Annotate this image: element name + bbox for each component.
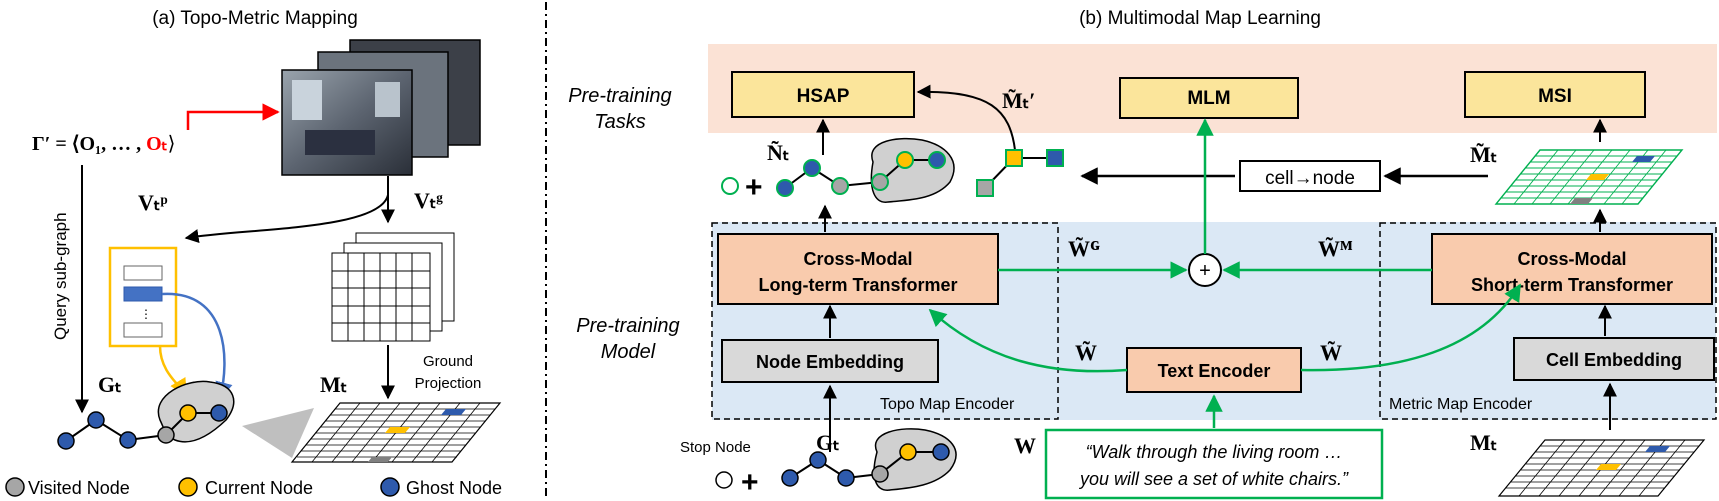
- vp-arrow: [184, 194, 389, 243]
- msi-task: [1464, 71, 1646, 118]
- gt-label-a: Gₜ: [98, 372, 122, 397]
- svg-text:+: +: [741, 466, 759, 499]
- hsap-task: [731, 71, 915, 118]
- svg-text:Cell Embedding: Cell Embedding: [1546, 350, 1682, 370]
- panel-b-title: (b) Multimodal Map Learning: [1079, 8, 1321, 29]
- cell-graph: [976, 149, 1064, 197]
- long-term-transformer: [717, 233, 999, 305]
- legend-current: Current Node: [205, 478, 313, 498]
- text-encoder: [1126, 347, 1302, 393]
- pretraining-model-label-1: Pre-training: [576, 315, 679, 337]
- w-label: W: [1014, 433, 1036, 458]
- panel-a-title: (a) Topo-Metric Mapping: [152, 8, 358, 29]
- stop-node-label: Stop Node: [680, 439, 751, 456]
- svg-text:Cross-Modal: Cross-Modal: [1517, 249, 1626, 269]
- observation-sequence: Γ′ = ⟨O₁, … , Oₜ⟩: [32, 133, 175, 155]
- svg-text:Long-term Transformer: Long-term Transformer: [758, 275, 957, 295]
- wm-label: W̃ᴹ: [1318, 236, 1353, 261]
- node-features: ⋮: [108, 246, 178, 348]
- node-embedding: [721, 339, 939, 383]
- svg-text:Text Encoder: Text Encoder: [1158, 361, 1271, 381]
- svg-text:MLM: MLM: [1187, 88, 1230, 109]
- topo-encoder-label: Topo Map Encoder: [880, 396, 1015, 413]
- svg-text:+: +: [745, 171, 763, 204]
- svg-text:MSI: MSI: [1538, 86, 1572, 107]
- topo-graph-input: +: [715, 428, 957, 499]
- topo-graph-a: [57, 380, 235, 450]
- projection-label: Projection: [415, 375, 482, 392]
- svg-text:“Walk through the living room: “Walk through the living room …: [1086, 442, 1343, 462]
- cell-to-node-box: [1239, 160, 1381, 192]
- short-term-transformer: [1431, 233, 1713, 305]
- wg-label: W̃ᴳ: [1068, 236, 1100, 261]
- svg-text:you will see a set of white ch: you will see a set of white chairs.”: [1078, 469, 1349, 489]
- mlm-task: [1119, 77, 1299, 119]
- current-obs-arrow: [186, 103, 280, 130]
- topo-encoder-box: [711, 222, 1059, 420]
- w-tilde-right: W̃: [1320, 340, 1342, 365]
- m-tilde-label: M̃ₜ: [1470, 142, 1497, 167]
- svg-text:Short-term Transformer: Short-term Transformer: [1471, 275, 1673, 295]
- legend-ghost: Ghost Node: [406, 478, 502, 498]
- legend: Visited Node Current Node Ghost Node: [5, 477, 502, 498]
- mt-label-a: Mₜ: [320, 372, 347, 397]
- pretraining-tasks-label-1: Pre-training: [568, 85, 671, 107]
- panorama-images: [281, 39, 481, 176]
- query-subgraph-label: Query sub-graph: [51, 212, 70, 340]
- m-tilde-prime-label: M̃ₜ′: [1002, 88, 1035, 113]
- metric-map-output: [1494, 149, 1684, 205]
- metric-map-a: [290, 402, 502, 463]
- vg-label: Vₜᵍ: [414, 188, 443, 213]
- pretraining-tasks-label-2: Tasks: [594, 111, 646, 133]
- ground-label: Ground: [423, 353, 473, 370]
- svg-text:Node Embedding: Node Embedding: [756, 352, 904, 372]
- metric-map-input: [1497, 439, 1706, 497]
- mt-label-b: Mₜ: [1470, 430, 1497, 455]
- w-tilde-left: W̃: [1075, 340, 1097, 365]
- topo-graph-output: +: [721, 137, 955, 204]
- cell-embedding: [1513, 337, 1715, 381]
- gt-label-b: Gₜ: [816, 430, 840, 455]
- grid-features: [331, 232, 455, 342]
- instruction-box: [1044, 428, 1384, 500]
- svg-text:HSAP: HSAP: [797, 86, 850, 107]
- pretraining-model-label-2: Model: [601, 341, 656, 363]
- metric-encoder-box: [1379, 222, 1717, 420]
- svg-text:Cross-Modal: Cross-Modal: [803, 249, 912, 269]
- metric-encoder-label: Metric Map Encoder: [1389, 396, 1533, 413]
- legend-visited: Visited Node: [28, 478, 130, 498]
- svg-text:+: +: [1199, 260, 1211, 282]
- svg-text:cell→node: cell→node: [1265, 168, 1355, 189]
- vp-label: Vₜᵖ: [138, 190, 168, 215]
- n-tilde-label: Ñₜ: [767, 140, 789, 165]
- svg-text:⋮: ⋮: [140, 307, 152, 321]
